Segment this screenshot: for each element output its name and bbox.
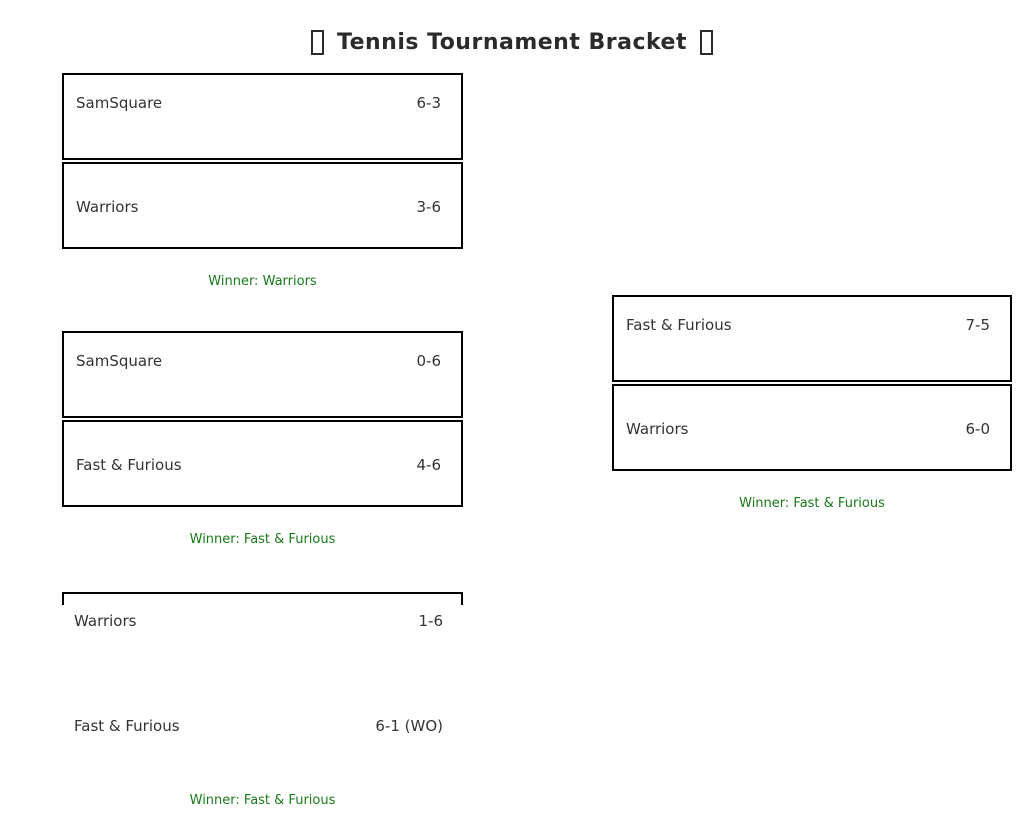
page-title: Tennis Tournament Bracket (0, 14, 1024, 70)
match-score: 4-6 (416, 456, 442, 474)
match-2-row-1: SamSquare 0-6 (76, 351, 441, 372)
match-1: SamSquare 6-3 Warriors 3-6 Winner: Warri… (62, 73, 463, 303)
winner-label: Winner: Warriors (208, 274, 317, 289)
team-name: Fast & Furious (74, 717, 180, 735)
match-score: 1-6 (418, 612, 444, 630)
team-name: SamSquare (76, 94, 163, 112)
match-score: 3-6 (416, 198, 442, 216)
match-1-row-1: SamSquare 6-3 (76, 93, 441, 114)
match-3-clipped-box-border (62, 592, 463, 605)
final-row-2: Warriors 6-0 (626, 419, 990, 440)
winner-label: Winner: Fast & Furious (189, 793, 336, 808)
tennis-ball-emoji-icon (700, 29, 713, 55)
winner-label: Winner: Fast & Furious (189, 532, 336, 547)
match-2-slot-2: Fast & Furious 4-6 (62, 420, 463, 507)
match-2-row-2: Fast & Furious 4-6 (76, 455, 441, 476)
team-name: Warriors (74, 612, 137, 630)
team-name: Warriors (76, 198, 139, 216)
final-slot-1: Fast & Furious 7-5 (612, 295, 1012, 382)
match-1-slot-1: SamSquare 6-3 (62, 73, 463, 160)
match-score: 6-1 (WO) (375, 717, 443, 735)
match-score: 6-0 (965, 420, 991, 438)
match-3-row-2: Fast & Furious 6-1 (WO) (74, 716, 443, 737)
match-score: 6-3 (416, 94, 442, 112)
match-final: Fast & Furious 7-5 Warriors 6-0 Winner: … (612, 295, 1012, 525)
team-name: Fast & Furious (626, 316, 732, 334)
final-slot-2: Warriors 6-0 (612, 384, 1012, 471)
winner-label: Winner: Fast & Furious (739, 496, 885, 511)
match-3-row-1: Warriors 1-6 (74, 611, 443, 632)
match-1-row-2: Warriors 3-6 (76, 197, 441, 218)
page-title-text: Tennis Tournament Bracket (336, 29, 687, 55)
team-name: Warriors (626, 420, 689, 438)
match-2-slot-1: SamSquare 0-6 (62, 331, 463, 418)
match-2: SamSquare 0-6 Fast & Furious 4-6 Winner:… (62, 331, 463, 561)
final-row-1: Fast & Furious 7-5 (626, 315, 990, 336)
tennis-ball-emoji-icon (310, 29, 324, 55)
match-1-slot-2: Warriors 3-6 (62, 162, 463, 249)
match-score: 7-5 (965, 316, 991, 334)
team-name: Fast & Furious (76, 456, 182, 474)
team-name: SamSquare (76, 352, 163, 370)
match-3: Warriors 1-6 Fast & Furious 6-1 (WO) Win… (62, 592, 463, 822)
match-score: 0-6 (416, 352, 442, 370)
